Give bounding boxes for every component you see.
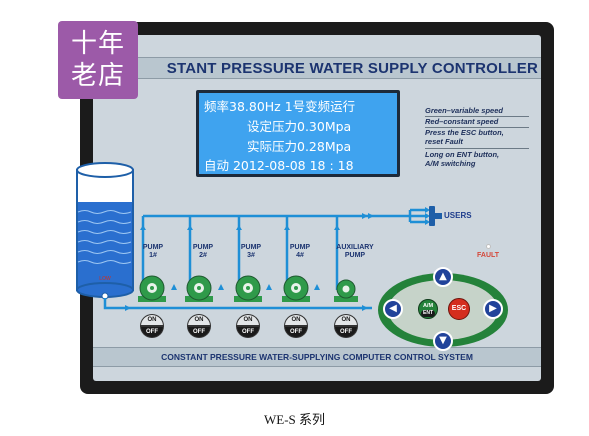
water-tank-icon: LOW xyxy=(76,162,134,300)
on-button[interactable]: ON xyxy=(140,314,164,326)
on-button[interactable]: ON xyxy=(236,314,260,326)
pump-4-switch[interactable]: ON OFF xyxy=(284,314,308,340)
users-label: USERS xyxy=(444,211,472,220)
right-arrow-button[interactable]: ▶ xyxy=(483,299,503,319)
down-arrow-button[interactable]: ▼ xyxy=(433,331,453,351)
off-button[interactable]: OFF xyxy=(284,326,308,338)
title-bar: STANT PRESSURE WATER SUPPLY CONTROLLER xyxy=(93,57,541,79)
footer-bar: CONSTANT PRESSURE WATER-SUPPLYING COMPUT… xyxy=(93,347,541,367)
pump-3-label: PUMP 3# xyxy=(240,244,262,259)
on-button[interactable]: ON xyxy=(187,314,211,326)
legend-green: Green–variable speed xyxy=(425,106,503,115)
am-label: A/M xyxy=(422,303,434,309)
ent-label: ENT xyxy=(421,310,435,317)
pump-2-icon xyxy=(185,275,213,302)
on-button[interactable]: ON xyxy=(334,314,358,326)
keypad-inner xyxy=(388,280,498,340)
svg-text:LOW: LOW xyxy=(99,276,111,282)
panel-title: STANT PRESSURE WATER SUPPLY CONTROLLER xyxy=(166,60,538,77)
legend-divider xyxy=(425,127,529,128)
lcd-line-4: 自动 2012-08-08 18 : 18 xyxy=(204,158,354,173)
pump-1-switch[interactable]: ON OFF xyxy=(140,314,164,340)
pump-2-label: PUMP 2# xyxy=(192,244,214,259)
legend-ent: Long on ENT button, A/M switching xyxy=(425,150,500,168)
faucet-icon xyxy=(429,206,442,226)
badge-line-2: 老店 xyxy=(70,61,125,91)
esc-button[interactable]: ESC xyxy=(448,298,470,320)
badge-line-1: 十年 xyxy=(70,29,125,59)
pump-4-label: PUMP 4# xyxy=(289,244,311,259)
auxiliary-pump-switch[interactable]: ON OFF xyxy=(334,314,358,340)
auxiliary-pump-icon xyxy=(334,279,358,302)
control-keypad: ▲ ▼ ◀ ▶ A/M ENT ESC xyxy=(378,267,508,353)
pump-2-switch[interactable]: ON OFF xyxy=(187,314,211,340)
lcd-line-2: 设定压力0.30Mpa xyxy=(247,119,352,134)
lcd-line-1: 频率38.80Hz 1号变频运行 xyxy=(204,99,356,114)
auxiliary-pump-label: AUXILIARY PUMP xyxy=(336,244,374,259)
pump-3-icon xyxy=(234,275,262,302)
legend-esc: Press the ESC button, reset Fault xyxy=(425,128,504,146)
fault-indicator xyxy=(486,244,491,249)
lcd-line-3: 实际压力0.28Mpa xyxy=(247,139,352,154)
pump-4-icon xyxy=(282,275,310,302)
left-arrow-button[interactable]: ◀ xyxy=(383,299,403,319)
fault-label: FAULT xyxy=(477,252,500,259)
flow-arrows xyxy=(125,207,430,311)
up-arrow-button[interactable]: ▲ xyxy=(433,267,453,287)
am-ent-button[interactable]: A/M ENT xyxy=(418,299,438,319)
legend-red: Red–constant speed xyxy=(425,117,499,126)
on-button[interactable]: ON xyxy=(284,314,308,326)
off-button[interactable]: OFF xyxy=(236,326,260,338)
pump-3-switch[interactable]: ON OFF xyxy=(236,314,260,340)
off-button[interactable]: OFF xyxy=(334,326,358,338)
shop-badge: 十年 老店 xyxy=(58,21,138,99)
legend-divider xyxy=(425,148,529,149)
pump-1-icon xyxy=(138,275,166,302)
footer-text: CONSTANT PRESSURE WATER-SUPPLYING COMPUT… xyxy=(161,352,473,362)
lcd-display: 频率38.80Hz 1号变频运行 设定压力0.30Mpa 实际压力0.28Mpa… xyxy=(196,90,400,177)
legend-divider xyxy=(425,116,529,117)
pump-1-label: PUMP 1# xyxy=(142,244,164,259)
product-caption: WE-S 系列 xyxy=(263,412,326,427)
off-button[interactable]: OFF xyxy=(187,326,211,338)
off-button[interactable]: OFF xyxy=(140,326,164,338)
